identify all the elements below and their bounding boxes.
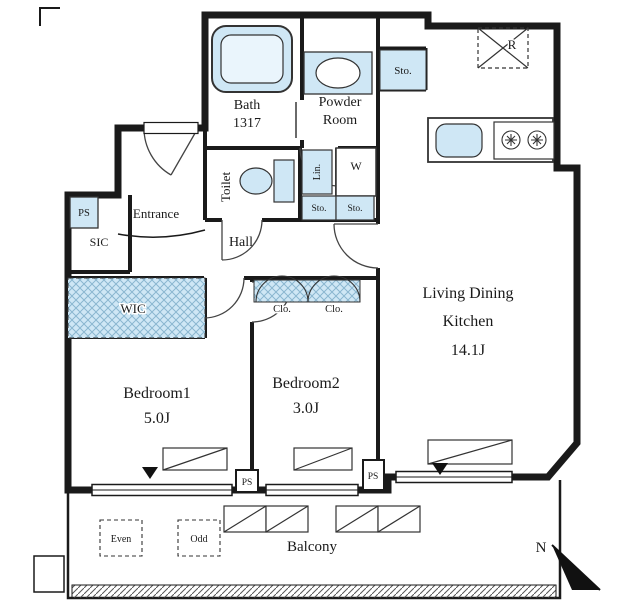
storage-right-box (335, 195, 375, 221)
ps-entrance-box (69, 196, 99, 229)
linen-cabinet (301, 149, 333, 195)
bedroom2-label: Bedroom2 (272, 375, 340, 392)
outside-service-box (33, 555, 65, 593)
ps-bottom-right-box (362, 459, 385, 491)
bedroom1-size-label: 5.0J (144, 410, 170, 427)
toilet-door-arc (221, 219, 263, 261)
marker-triangle-ldk (432, 463, 448, 475)
balcony-railing-hatch (71, 584, 557, 599)
even-box (99, 519, 143, 557)
odd-box (177, 519, 221, 557)
linen-label: Lin. (312, 164, 323, 180)
storage-left-box (301, 195, 337, 221)
ldk-label-2: Kitchen (443, 313, 494, 330)
powder-room-label-2: Room (323, 113, 357, 128)
north-label: N (536, 540, 547, 556)
washer-space (335, 147, 377, 197)
closet-hanger-arcs (255, 275, 361, 303)
washer-label: W (350, 159, 362, 173)
toilet-bowl (239, 167, 273, 195)
fixtures (67, 25, 601, 591)
ldk-label-1: Living Dining (422, 285, 513, 302)
toilet-label: Toilet (218, 172, 233, 203)
ps-bottom-left-label: PS (242, 478, 253, 488)
storage-left-label: Sto. (311, 204, 326, 214)
ps-entrance-label: PS (78, 208, 90, 219)
closet-area (253, 275, 361, 303)
bath-label: Bath (234, 98, 260, 113)
refrigerator-space (477, 27, 529, 69)
closet-left-label: Clo. (273, 304, 291, 315)
ldk-window (395, 470, 513, 484)
closet-right-label: Clo. (325, 304, 343, 315)
room-labels: Bath 1317 Powder Room Toilet Entrance Ha… (90, 95, 514, 555)
bath-size-label: 1317 (233, 116, 261, 131)
even-label: Even (111, 534, 132, 545)
ps-bottom-right-label: PS (368, 472, 379, 482)
odd-label: Odd (190, 534, 207, 545)
stove-burners (501, 130, 547, 150)
service-rects (162, 439, 513, 533)
ps-bottom-left-box (235, 469, 259, 493)
bedroom1-label: Bedroom1 (123, 385, 191, 402)
bedroom2-size-label: 3.0J (293, 400, 319, 417)
marker-triangle-bedroom1 (142, 467, 158, 479)
windows (91, 121, 513, 497)
entrance-step-line (117, 229, 206, 238)
entrance-opening (143, 121, 199, 135)
bedroom1-window (91, 483, 233, 497)
storage-right-label: Sto. (347, 204, 362, 214)
storage-top-box (379, 49, 427, 91)
storage-top-label: Sto. (394, 65, 412, 77)
stove (493, 121, 555, 160)
ldk-size-label: 14.1J (451, 342, 485, 359)
hall-ldk-door-arc (333, 223, 379, 269)
kitchen-sink (435, 123, 483, 158)
wic-area (67, 277, 206, 339)
sic-label: SIC (90, 235, 109, 249)
powder-room-label-1: Powder (319, 95, 362, 110)
refrigerator-label: R (508, 37, 517, 52)
vanity-sink (315, 57, 361, 89)
hall-label: Hall (229, 235, 253, 250)
balcony-label: Balcony (287, 539, 337, 555)
bathtub-inner (220, 34, 284, 84)
fixture-labels: R W Lin. Sto. Sto. Sto. Clo. Clo. PS PS … (78, 36, 547, 557)
corner-tick (39, 7, 60, 26)
compass-north-arrow (551, 544, 601, 591)
toilet-tank (273, 159, 295, 203)
bedroom2-window (265, 483, 359, 497)
wic-label: WIC (120, 301, 145, 316)
entrance-label: Entrance (133, 206, 179, 221)
